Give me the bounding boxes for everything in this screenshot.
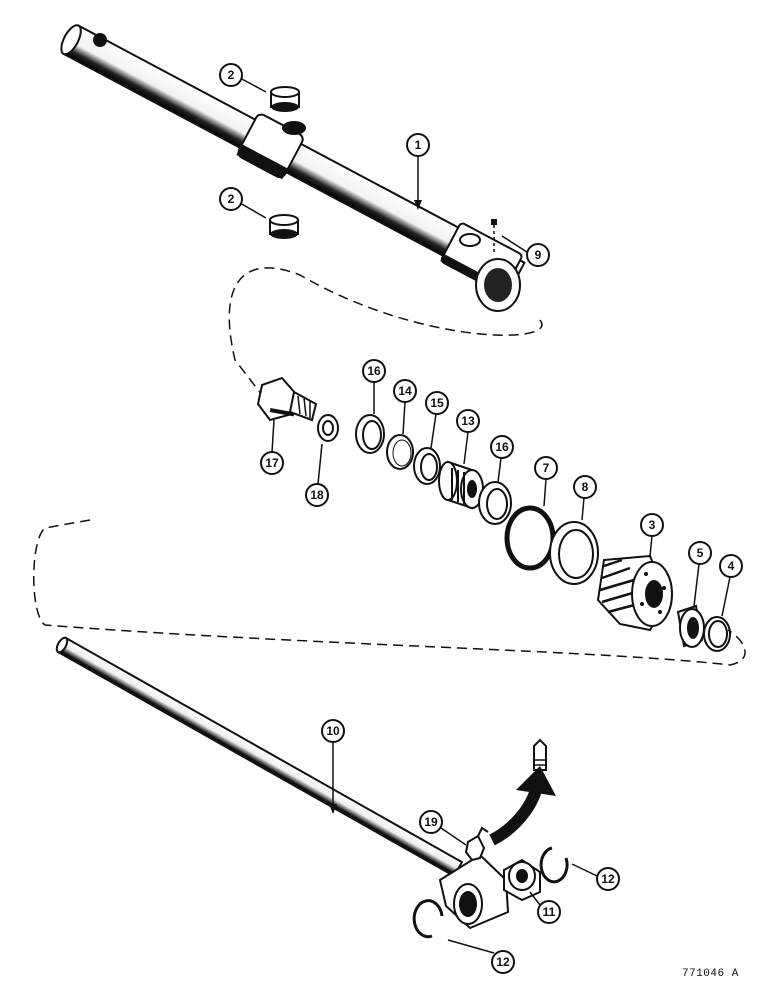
callout-16-upper: 16 bbox=[362, 359, 386, 383]
svg-text:2: 2 bbox=[228, 192, 235, 206]
callout-2-lower: 2 bbox=[219, 187, 243, 211]
svg-text:2: 2 bbox=[228, 68, 235, 82]
svg-text:12: 12 bbox=[496, 955, 510, 969]
callout-1: 1 bbox=[406, 133, 430, 157]
svg-text:13: 13 bbox=[461, 414, 475, 428]
callout-18: 18 bbox=[305, 483, 329, 507]
svg-text:16: 16 bbox=[367, 364, 381, 378]
svg-text:10: 10 bbox=[326, 724, 340, 738]
svg-text:3: 3 bbox=[649, 518, 656, 532]
svg-text:18: 18 bbox=[310, 488, 324, 502]
bushing-upper bbox=[270, 86, 300, 112]
retaining-ring-4 bbox=[703, 616, 731, 652]
svg-text:7: 7 bbox=[543, 461, 550, 475]
svg-text:16: 16 bbox=[495, 440, 509, 454]
snap-ring-12-left bbox=[412, 899, 444, 939]
callout-14: 14 bbox=[393, 379, 417, 403]
callout-9: 9 bbox=[526, 243, 550, 267]
callout-5: 5 bbox=[688, 541, 712, 565]
backup-ring-16-upper bbox=[355, 414, 385, 454]
svg-text:14: 14 bbox=[398, 384, 412, 398]
backup-washer-8 bbox=[549, 521, 599, 585]
seal-ring-15 bbox=[413, 447, 441, 485]
callout-19: 19 bbox=[419, 810, 443, 834]
callout-10: 10 bbox=[321, 719, 345, 743]
callout-15: 15 bbox=[425, 391, 449, 415]
o-ring-7 bbox=[504, 505, 556, 571]
snap-ring-12-right bbox=[539, 846, 569, 884]
callout-12-left: 12 bbox=[491, 950, 515, 974]
callout-16-lower: 16 bbox=[490, 435, 514, 459]
backup-ring-16-lower bbox=[478, 481, 512, 525]
svg-text:12: 12 bbox=[601, 872, 615, 886]
callout-2-upper: 2 bbox=[219, 63, 243, 87]
callout-11: 11 bbox=[537, 900, 561, 924]
grease-fitting-19 bbox=[464, 826, 489, 862]
callout-7: 7 bbox=[534, 456, 558, 480]
wear-ring-14 bbox=[386, 434, 414, 470]
svg-text:11: 11 bbox=[543, 905, 556, 919]
svg-text:8: 8 bbox=[582, 480, 589, 494]
svg-text:5: 5 bbox=[697, 546, 704, 560]
rod-wiper-5 bbox=[676, 604, 705, 648]
callout-3: 3 bbox=[640, 513, 664, 537]
grease-fitting-alternate bbox=[533, 738, 547, 771]
curved-arrow-icon bbox=[489, 766, 556, 846]
callout-12-right: 12 bbox=[596, 867, 620, 891]
washer bbox=[317, 414, 339, 442]
svg-text:17: 17 bbox=[265, 456, 279, 470]
piston-rod bbox=[55, 636, 510, 930]
figure-number: 771046 A bbox=[682, 968, 739, 980]
svg-text:1: 1 bbox=[415, 138, 422, 152]
bleeder-screw bbox=[491, 219, 497, 252]
callout-13: 13 bbox=[456, 409, 480, 433]
pivot-bushing-11 bbox=[503, 858, 541, 902]
assembly-path-lower bbox=[33, 519, 746, 666]
bushing-lower bbox=[269, 214, 299, 239]
svg-text:19: 19 bbox=[424, 815, 438, 829]
callout-17: 17 bbox=[260, 451, 284, 475]
svg-text:4: 4 bbox=[728, 559, 735, 573]
callout-4: 4 bbox=[719, 554, 743, 578]
assembly-path-upper bbox=[228, 267, 543, 396]
svg-text:15: 15 bbox=[430, 396, 444, 410]
cylinder-barrel bbox=[60, 24, 526, 312]
svg-text:9: 9 bbox=[535, 248, 542, 262]
piston-bolt bbox=[256, 376, 318, 422]
piston-13 bbox=[438, 460, 484, 510]
cylinder-head-gland bbox=[596, 554, 673, 632]
callout-8: 8 bbox=[573, 475, 597, 499]
